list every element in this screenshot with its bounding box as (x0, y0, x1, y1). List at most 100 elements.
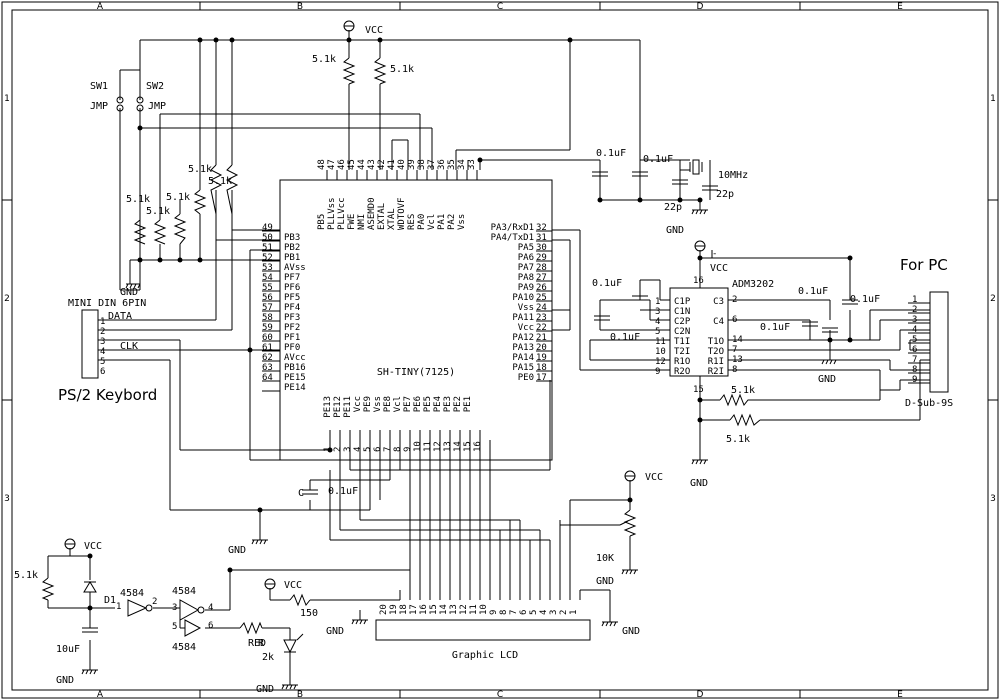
mcu-left-pin-num: 52 (262, 253, 273, 263)
mcu-right-pin-num: 24 (536, 303, 547, 313)
cap-label-2: 0.1uF (643, 154, 673, 165)
mcu-left-pin-label: PF2 (284, 323, 300, 333)
adm-left-pin-label: R1O (674, 357, 690, 367)
gnd-label-led: GND (256, 684, 274, 695)
inverter-label-1: 4584 (120, 588, 144, 599)
mcu-bottom-pin-num: 14 (453, 441, 463, 452)
keyboard-title: PS/2 Keybord (58, 386, 157, 404)
mcu-bottom-pin-num: 4 (353, 447, 363, 452)
mcu-bottom-pin-label: PE13 (323, 396, 333, 418)
vcc-label-reset: VCC (84, 541, 102, 552)
lcd-pin-num: 13 (449, 604, 459, 615)
mcu-left-pin-label: PF4 (284, 303, 300, 313)
vcc-symbols (64, 20, 706, 590)
mcu-bottom-pin-num: 8 (393, 447, 403, 452)
mcu-bottom-pin-num: 10 (413, 441, 423, 452)
mcu-left-pin-label: PF1 (284, 333, 300, 343)
col-label-e-bottom: E (897, 690, 903, 700)
lcd-pin-num: 19 (389, 604, 399, 615)
mcu-right-pin-label: PA11 (512, 313, 534, 323)
mcu-right-pin-label: Vss (518, 303, 534, 313)
mcu-top-pin-num: 38 (417, 159, 427, 170)
inverter-pin-3: 3 (172, 603, 177, 613)
resistor-label-1: 5.1k (312, 54, 336, 65)
mcu-bottom-pin-label: Vss (373, 396, 383, 412)
mcu-bottom-pin-label: PE11 (343, 396, 353, 418)
mcu-right-pin-num: 25 (536, 293, 547, 303)
mcu-top-pin-num: 46 (337, 159, 347, 170)
gnd-label-adm-2: GND (690, 478, 708, 489)
row-label-3-right: 3 (990, 494, 996, 504)
lcd-pin-num: 2 (559, 610, 569, 615)
adm-right-pin-label: R1I (708, 357, 724, 367)
mcu-right-pin-num: 31 (536, 233, 547, 243)
mcu-right-pin-num: 27 (536, 273, 547, 283)
cap-label-adm-1: 0.1uF (592, 278, 622, 289)
diode-label: D1 (104, 595, 116, 606)
gnd-symbols (81, 209, 838, 690)
diode-d1 (83, 581, 97, 593)
mcu-right-pin-num: 18 (536, 363, 547, 373)
sw1-contact-top (116, 96, 124, 104)
adm-left-pin-label: C1P (674, 297, 691, 307)
lcd-body (375, 619, 591, 641)
pot-label: 10K (596, 553, 614, 564)
resistor-label-2: 5.1k (390, 64, 414, 75)
mcu-right-pin-label: PA4/TxD1 (491, 233, 534, 243)
sw1-label: SW1 (90, 81, 108, 92)
mcu-right-pin-label: PA14 (512, 353, 534, 363)
lcd-pin-num: 1 (569, 610, 579, 615)
adm-left-pin-num: 5 (655, 327, 660, 337)
led-label: RED (248, 638, 266, 649)
cap-label-adm-4: 0.1uF (850, 294, 880, 305)
mcu-bottom-pin-label: PE6 (413, 396, 423, 412)
gnd-label-mcu: GND (228, 545, 246, 556)
adm-right-pin-label: R2I (708, 367, 724, 377)
lcd-pin-num: 6 (519, 610, 529, 615)
adm3202-gnd-pin: 15 (693, 385, 704, 395)
mcu-top-pin-num: 35 (447, 159, 457, 170)
gnd-label-lcd: GND (326, 626, 344, 637)
col-label-c-top: C (497, 2, 503, 12)
sw2-contact-top (136, 96, 144, 104)
keyboard-pin-num: 4 (100, 347, 105, 357)
adm-left-pin-num: 11 (655, 337, 666, 347)
adm-left-pin-label: C2P (674, 317, 691, 327)
mcu-left-pin-num: 62 (262, 353, 273, 363)
resistor-r5 (173, 213, 187, 245)
dsub-pin-num: 7 (912, 355, 917, 365)
mcu-top-pin-label: PB5 (317, 214, 327, 230)
adm-left-pin-num: 4 (655, 317, 660, 327)
vcc-label-backlight: VCC (284, 580, 302, 591)
mcu-left-pin-label: PF0 (284, 343, 300, 353)
mcu-top-pin-label: PA1 (437, 214, 447, 230)
col-label-b-bottom: B (297, 690, 303, 700)
lcd-pin-num: 18 (399, 604, 409, 615)
cap-label-1: 0.1uF (596, 148, 626, 159)
keyboard-pin-num: 6 (100, 367, 105, 377)
lcd-pin-num: 7 (509, 610, 519, 615)
mcu-bottom-pin-num: 9 (403, 447, 413, 452)
crystal-label: 10MHz (718, 170, 748, 181)
adm-left-pin-label: C2N (674, 327, 690, 337)
cap-label-22p-2: 22p (664, 202, 682, 213)
mcu-bottom-pin-label: PE3 (443, 396, 453, 412)
resistor-label-adm-2: 5.1k (726, 434, 750, 445)
resistor-label-150: 150 (300, 608, 318, 619)
mcu-left-pin-label: AVss (284, 263, 306, 273)
lcd-pin-num: 4 (539, 610, 549, 615)
resistor-r10 (729, 413, 761, 427)
frame-labels: A B C D E A B C D E 1 2 3 1 2 3 (4, 2, 996, 700)
dsub-body (929, 291, 949, 393)
mcu-left-pin-num: 57 (262, 303, 273, 313)
mcu-right-pin-label: PA12 (512, 333, 534, 343)
keyboard-pin-num: 3 (100, 337, 105, 347)
gnd-label-lcd-2: GND (622, 626, 640, 637)
mcu-top-pin-num: 34 (457, 159, 467, 170)
lcd-pin-num: 17 (409, 604, 419, 615)
cap-c-label: C (298, 488, 304, 499)
mcu-right-pin-label: PE0 (518, 373, 534, 383)
dsub-name: D-Sub-9S (905, 398, 953, 409)
keyboard-connector-body (81, 309, 99, 379)
col-label-b-top: B (297, 2, 303, 12)
